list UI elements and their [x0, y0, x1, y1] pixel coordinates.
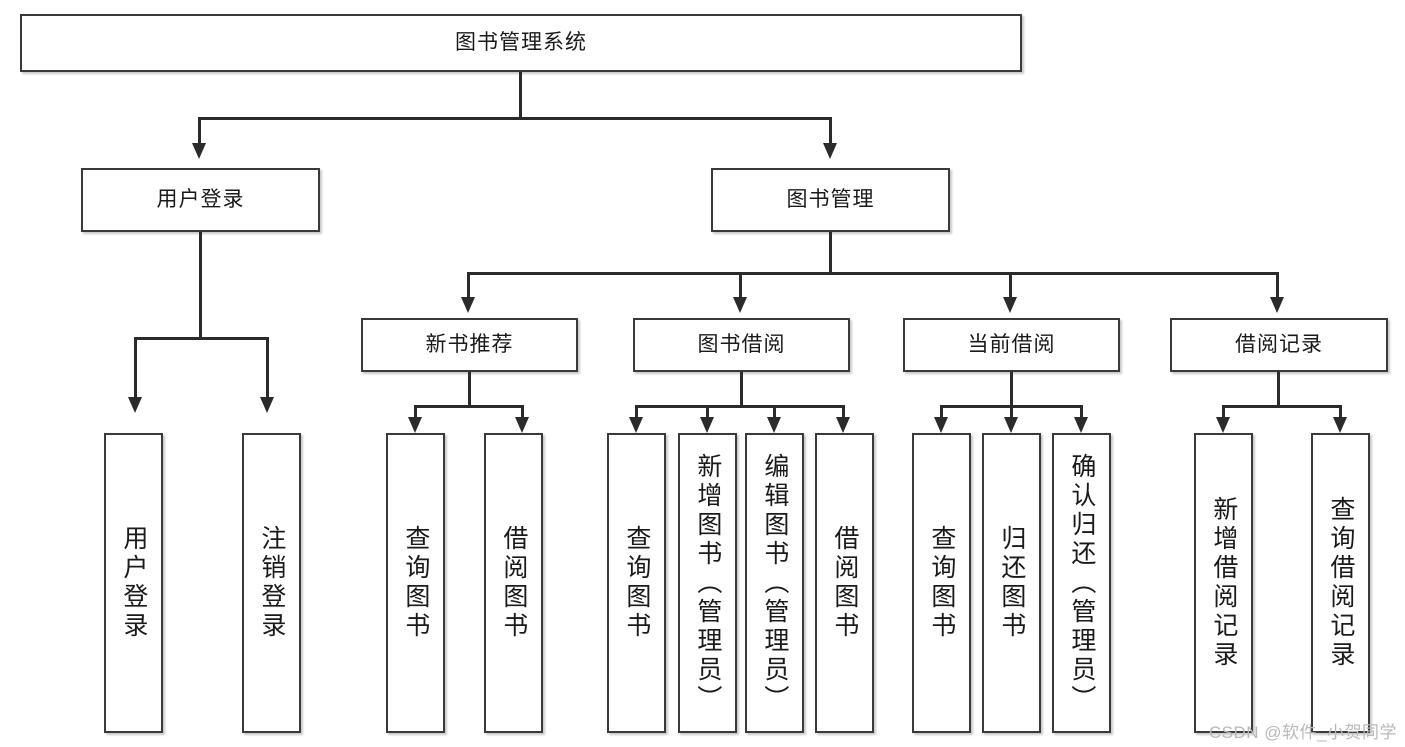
connector-cb-to-leaf-2	[1010, 405, 1013, 419]
csdn-watermark: CSDN @软件_小贺同学	[1208, 723, 1397, 742]
connector-bm-to-current-borrow	[1009, 272, 1012, 299]
arrowhead-user-login	[192, 143, 206, 159]
arrowhead-leaf-edit-book	[767, 417, 781, 433]
node-label: 用户登录	[156, 188, 245, 212]
arrowhead-leaf-add-record	[1216, 417, 1230, 433]
connector-br-to-leaf-2	[1339, 405, 1342, 419]
node-label: 编辑图书（管理员）	[760, 452, 789, 714]
node-label: 借阅图书	[830, 525, 859, 641]
connector-cb-to-leaf-1	[940, 405, 943, 419]
connector-nbr-stem	[468, 372, 471, 405]
node-label: 借阅图书	[499, 525, 528, 641]
connector-bm-to-new-book-recommend	[467, 272, 470, 299]
connector-root-to-user-login	[198, 117, 201, 145]
node-book-management[interactable]: 图书管理	[711, 168, 950, 232]
node-leaf-confirm-return[interactable]: 确认归还（管理员）	[1052, 433, 1111, 733]
node-leaf-user-login[interactable]: 用户登录	[104, 433, 163, 733]
node-label: 新书推荐	[425, 333, 514, 357]
node-new-book-recommend[interactable]: 新书推荐	[361, 318, 578, 372]
node-leaf-edit-book[interactable]: 编辑图书（管理员）	[745, 433, 804, 733]
node-borrow-record[interactable]: 借阅记录	[1170, 318, 1388, 372]
connector-cb-stem	[1010, 372, 1013, 405]
connector-bb-bus	[635, 405, 845, 408]
node-root-book-management-system[interactable]: 图书管理系统	[20, 14, 1022, 72]
connector-nbr-bus	[414, 405, 524, 408]
connector-nbr-to-leaf-1	[414, 405, 417, 419]
node-label: 查询借阅记录	[1326, 496, 1355, 670]
node-label: 查询图书	[401, 525, 430, 641]
arrowhead-leaf-user-login	[128, 397, 142, 413]
node-leaf-add-record[interactable]: 新增借阅记录	[1194, 433, 1253, 733]
arrowhead-leaf-query-book-3	[934, 417, 948, 433]
node-leaf-borrow-book-2[interactable]: 借阅图书	[815, 433, 874, 733]
arrowhead-leaf-confirm-return	[1074, 417, 1088, 433]
connector-root-bus	[198, 117, 832, 120]
connector-user-login-to-leaf-2	[266, 337, 269, 399]
node-leaf-borrow-book-1[interactable]: 借阅图书	[484, 433, 543, 733]
node-leaf-add-book[interactable]: 新增图书（管理员）	[678, 433, 737, 733]
node-label: 当前借阅	[967, 333, 1056, 357]
node-leaf-query-book-3[interactable]: 查询图书	[912, 433, 971, 733]
arrowhead-borrow-record	[1270, 297, 1284, 313]
node-label: 注销登录	[257, 525, 286, 641]
arrowhead-leaf-query-record	[1333, 417, 1347, 433]
arrowhead-leaf-return-book	[1004, 417, 1018, 433]
node-leaf-query-book-1[interactable]: 查询图书	[386, 433, 445, 733]
connector-root-stem	[519, 72, 522, 117]
node-label: 查询图书	[622, 525, 651, 641]
connector-bb-stem	[740, 372, 743, 405]
node-label: 用户登录	[119, 525, 148, 641]
node-label: 查询图书	[927, 525, 956, 641]
connector-cb-to-leaf-3	[1080, 405, 1083, 419]
connector-br-bus	[1222, 405, 1341, 408]
node-label: 图书管理系统	[455, 31, 587, 55]
connector-bm-to-book-borrow	[739, 272, 742, 299]
connector-bb-to-leaf-4	[842, 405, 845, 419]
connector-book-management-bus	[467, 272, 1279, 275]
arrowhead-new-book-recommend	[461, 297, 475, 313]
connector-nbr-to-leaf-2	[521, 405, 524, 419]
node-leaf-return-book[interactable]: 归还图书	[982, 433, 1041, 733]
node-leaf-query-record[interactable]: 查询借阅记录	[1311, 433, 1370, 733]
arrowhead-leaf-borrow-book-1	[515, 417, 529, 433]
node-label: 借阅记录	[1235, 333, 1323, 357]
connector-root-to-book-management	[829, 117, 832, 145]
node-label: 新增借阅记录	[1209, 496, 1238, 670]
arrowhead-book-management	[823, 143, 837, 159]
node-user-login[interactable]: 用户登录	[81, 168, 320, 232]
node-label: 图书管理	[786, 188, 875, 212]
arrowhead-current-borrow	[1003, 297, 1017, 313]
connector-book-management-stem	[829, 232, 832, 272]
connector-user-login-stem	[199, 232, 202, 337]
connector-bm-to-borrow-record	[1276, 272, 1279, 299]
node-label: 新增图书（管理员）	[693, 452, 722, 714]
node-label: 归还图书	[997, 525, 1026, 641]
arrowhead-leaf-add-book	[700, 417, 714, 433]
connector-bb-to-leaf-1	[635, 405, 638, 419]
connector-br-stem	[1277, 372, 1280, 405]
connector-bb-to-leaf-3	[773, 405, 776, 419]
arrowhead-book-borrow	[733, 297, 747, 313]
arrowhead-leaf-logout	[260, 397, 274, 413]
connector-user-login-to-leaf-1	[134, 337, 137, 399]
arrowhead-leaf-borrow-book-2	[836, 417, 850, 433]
arrowhead-leaf-query-book-2	[629, 417, 643, 433]
arrowhead-leaf-query-book-1	[408, 417, 422, 433]
node-label: 图书借阅	[697, 333, 786, 357]
node-label: 确认归还（管理员）	[1067, 452, 1096, 714]
connector-br-to-leaf-1	[1222, 405, 1225, 419]
node-book-borrow[interactable]: 图书借阅	[633, 318, 850, 372]
node-leaf-logout[interactable]: 注销登录	[242, 433, 301, 733]
connector-bb-to-leaf-2	[706, 405, 709, 419]
connector-user-login-bus	[134, 337, 269, 340]
node-leaf-query-book-2[interactable]: 查询图书	[607, 433, 666, 733]
node-current-borrow[interactable]: 当前借阅	[903, 318, 1120, 372]
